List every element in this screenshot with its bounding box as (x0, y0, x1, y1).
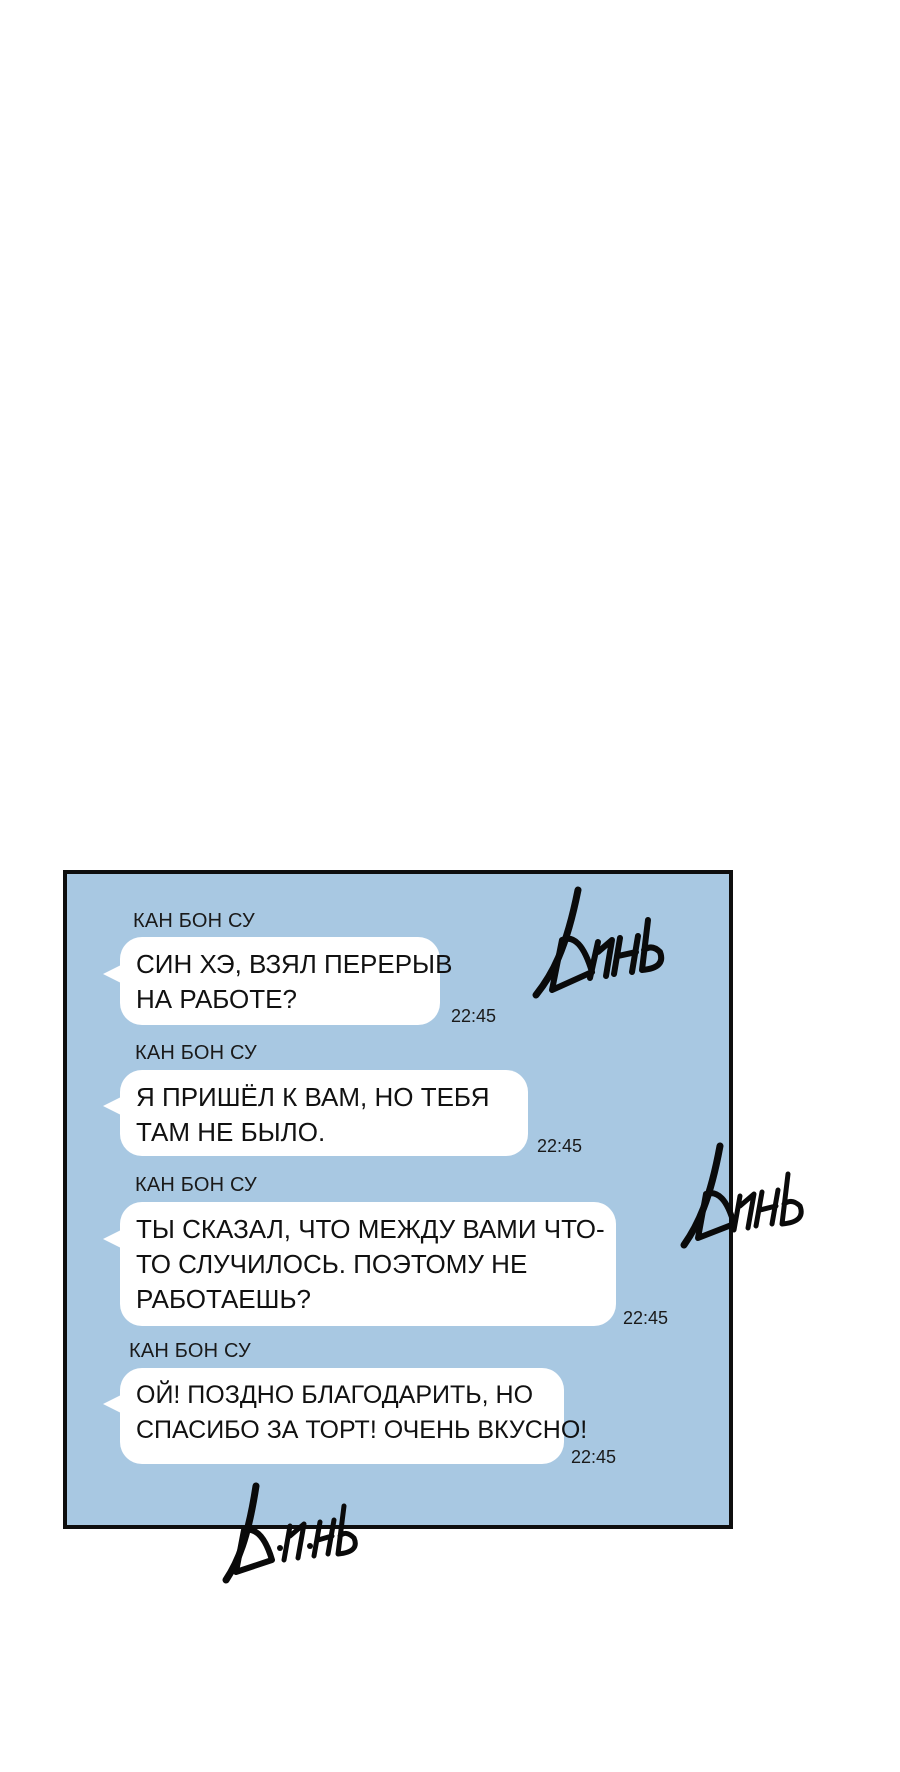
sound-effect-ding (532, 886, 665, 999)
message-text-line: РАБОТАЕШЬ? (136, 1284, 311, 1314)
sender-name: КАН БОН СУ (133, 910, 255, 932)
bubble-tail (103, 1096, 123, 1116)
message-bubble: СИН ХЭ, ВЗЯЛ ПЕРЕРЫВ НА РАБОТЕ? (120, 937, 453, 1025)
message-bubble: ТЫ СКАЗАЛ, ЧТО МЕЖДУ ВАМИ ЧТО- ТО СЛУЧИЛ… (120, 1202, 616, 1326)
message-text-line: ОЙ! ПОЗДНО БЛАГОДАРИТЬ, НО (136, 1381, 534, 1409)
message-text-line: СПАСИБО ЗА ТОРТ! ОЧЕНЬ ВКУСНО! (136, 1416, 588, 1444)
chat-panel: КАН БОН СУ СИН ХЭ, ВЗЯЛ ПЕРЕРЫВ НА РАБОТ… (63, 870, 733, 1529)
message-timestamp: 22:45 (623, 1308, 669, 1328)
sender-name: КАН БОН СУ (129, 1340, 251, 1362)
message-bubble: ОЙ! ПОЗДНО БЛАГОДАРИТЬ, НО СПАСИБО ЗА ТО… (120, 1368, 588, 1464)
message-text-line: ТО СЛУЧИЛОСЬ. ПОЭТОМУ НЕ (136, 1249, 528, 1279)
message-text-line: ТЫ СКАЗАЛ, ЧТО МЕЖДУ ВАМИ ЧТО- (136, 1214, 605, 1244)
bubble-tail (103, 1229, 123, 1249)
bubble-tail (103, 964, 123, 984)
bubble-tail (103, 1394, 123, 1414)
message-text-line: НА РАБОТЕ? (136, 984, 297, 1014)
sound-effect-ding (680, 1142, 804, 1249)
message-timestamp: 22:45 (451, 1006, 497, 1026)
message-timestamp: 22:45 (571, 1447, 617, 1467)
message-text-line: СИН ХЭ, ВЗЯЛ ПЕРЕРЫВ (136, 949, 453, 979)
sound-effect-ding (222, 1482, 358, 1584)
message-text-line: Я ПРИШЁЛ К ВАМ, НО ТЕБЯ (136, 1082, 490, 1112)
sender-name: КАН БОН СУ (135, 1174, 257, 1196)
message-bubble: Я ПРИШЁЛ К ВАМ, НО ТЕБЯ ТАМ НЕ БЫЛО. (120, 1070, 528, 1156)
message-timestamp: 22:45 (537, 1136, 583, 1156)
sender-name: КАН БОН СУ (135, 1042, 257, 1064)
message-text-line: ТАМ НЕ БЫЛО. (136, 1117, 326, 1147)
